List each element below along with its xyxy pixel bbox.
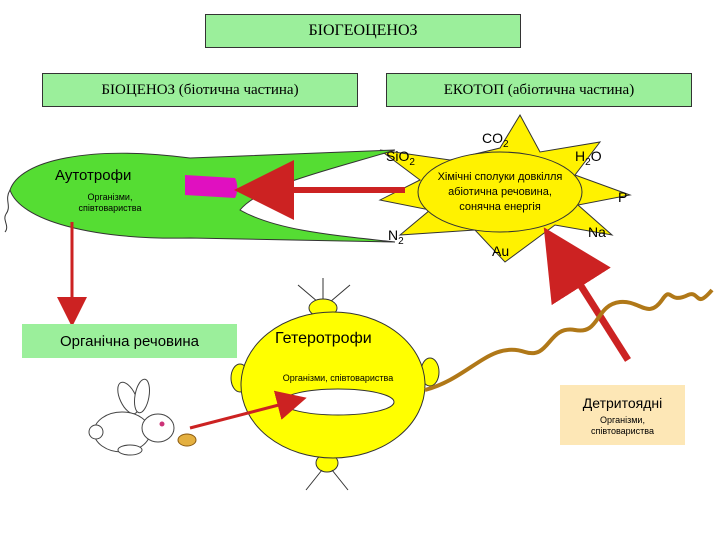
heterotroph-antenna-right — [329, 284, 351, 303]
heterotroph-group — [230, 278, 440, 491]
biogeocenosis-title: БІОГЕОЦЕНОЗ — [308, 22, 418, 39]
detritivores-box: Детритоядні Організми, співтовариства — [560, 385, 685, 445]
label-co2: CO2 — [482, 130, 509, 150]
biocenosis-label: БІОЦЕНОЗ (біотична частина) — [101, 81, 299, 98]
autotroph-subtitle-line2: співтовариства — [78, 203, 141, 213]
biocenosis-box: БІОЦЕНОЗ (біотична частина) — [42, 73, 358, 107]
autotroph-title: Аутотрофи — [55, 167, 131, 184]
rabbit-tail — [88, 424, 104, 440]
heterotroph-leg-left — [305, 469, 323, 491]
biogeocenosis-title-box: БІОГЕОЦЕНОЗ — [205, 14, 521, 48]
heterotroph-leg-right — [331, 469, 349, 491]
rabbit-head — [141, 413, 175, 443]
label-n2: N2 — [388, 227, 404, 247]
heterotroph-antenna-left — [297, 284, 319, 303]
heterotroph-mouth — [281, 388, 395, 416]
rabbit-ear-front — [134, 378, 150, 414]
detritivores-subtitle-line2: співтовариства — [590, 425, 654, 436]
ecotope-label: ЕКОТОП (абіотична частина) — [443, 81, 635, 98]
label-na: Na — [588, 224, 606, 240]
heterotroph-subtitle: Організми, співтовариства — [283, 373, 393, 383]
rabbit-icon — [88, 378, 175, 456]
label-sio2: SiO2 — [386, 148, 415, 168]
worm-line — [424, 288, 714, 392]
autotroph-subtitle-line1: Організми, — [88, 192, 133, 202]
sun-core — [417, 151, 583, 233]
detritivores-subtitle-line1: Організми, — [600, 414, 645, 425]
label-h2o: H2O — [575, 148, 602, 168]
label-au: Au — [492, 243, 509, 259]
heterotroph-title: Гетеротрофи — [275, 330, 372, 347]
rabbit-food — [177, 433, 197, 447]
rabbit-eye — [159, 421, 165, 427]
heterotroph-body — [240, 311, 426, 459]
ecotope-box: ЕКОТОП (абіотична частина) — [386, 73, 692, 107]
organic-matter-label: Органічна речовина — [59, 332, 200, 350]
autotroph-root — [4, 189, 11, 233]
sun-text-line1: Хімічні сполуки довкілля — [438, 171, 563, 183]
organic-matter-box: Органічна речовина — [22, 324, 237, 358]
autotroph-magenta-bar — [185, 175, 238, 198]
arrow-detritivores-to-sun — [543, 227, 631, 362]
rabbit-leg — [117, 444, 143, 456]
sun-text-line3: сонячна енергія — [459, 201, 541, 213]
sun-text-line2: абіотична речовина, — [448, 186, 552, 198]
arrow-rabbit-to-heterotroph — [189, 390, 307, 430]
detritivores-title: Детритоядні — [582, 394, 663, 411]
label-p: P — [618, 189, 627, 205]
